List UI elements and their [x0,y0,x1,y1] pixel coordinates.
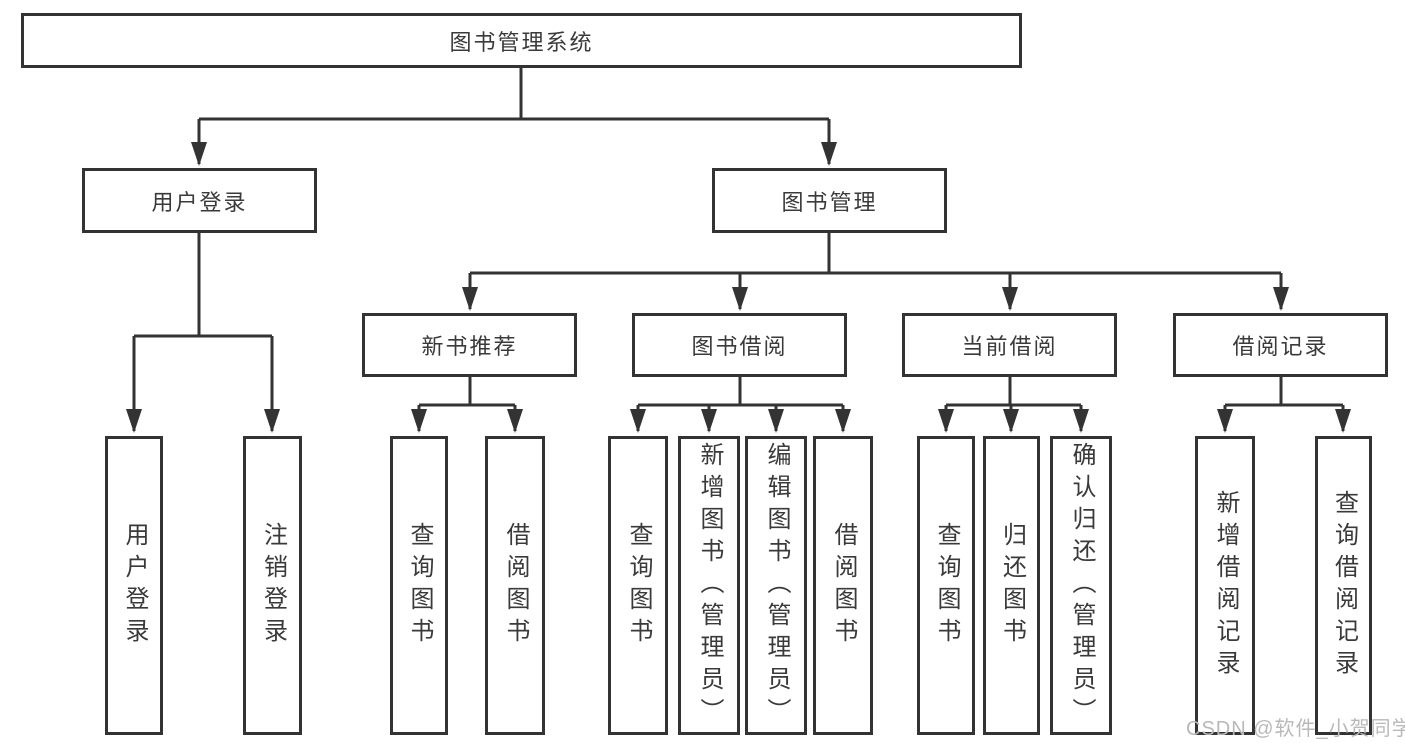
leaf-borrow-books-rec: 借阅图书 [485,436,545,735]
connector-user-login-children [126,233,280,433]
node-current-borrow: 当前借阅 [902,313,1117,377]
leaf-query-books-rec-label: 查询图书 [406,521,433,650]
connector-new-book-rec-children [411,377,523,433]
leaf-borrow-books-label: 借阅图书 [830,521,857,650]
leaf-user-login: 用户登录 [105,436,163,735]
leaf-edit-books-admin-label: 编辑图书（管理员） [763,441,790,730]
connector-borrow-records-children [1217,377,1351,433]
leaf-confirm-return-admin-label: 确认归还（管理员） [1068,441,1095,730]
connector-root-to-level2 [191,68,837,166]
connector-book-mgmt-children [462,233,1289,311]
leaf-return-books: 归还图书 [983,436,1040,735]
csdn-watermark: CSDN @软件_小贺同学 [1186,718,1405,740]
leaf-confirm-return-admin: 确认归还（管理员） [1050,436,1112,735]
node-user-login: 用户登录 [82,168,317,233]
node-borrow-records: 借阅记录 [1173,313,1388,377]
connector-current-borrow-children [938,377,1089,433]
leaf-user-login-label: 用户登录 [121,521,148,650]
leaf-query-books-current-label: 查询图书 [933,521,960,650]
node-book-borrow: 图书借阅 [632,313,847,377]
leaf-query-books-label: 查询图书 [625,521,652,650]
leaf-logout-label: 注销登录 [259,521,287,650]
leaf-query-borrow-record: 查询借阅记录 [1315,436,1372,735]
leaf-add-books-admin-label: 新增图书（管理员） [696,441,723,730]
leaf-return-books-label: 归还图书 [998,521,1026,650]
leaf-add-borrow-record: 新增借阅记录 [1195,436,1255,735]
leaf-logout: 注销登录 [243,436,302,735]
leaf-query-books-rec: 查询图书 [390,436,448,735]
leaf-query-books-current: 查询图书 [917,436,975,735]
node-root-system: 图书管理系统 [21,13,1022,68]
leaf-add-books-admin: 新增图书（管理员） [678,436,740,735]
leaf-query-borrow-record-label: 查询借阅记录 [1330,489,1358,682]
node-book-management: 图书管理 [712,168,947,233]
leaf-add-borrow-record-label: 新增借阅记录 [1212,489,1239,682]
leaf-borrow-books-rec-label: 借阅图书 [502,521,529,650]
node-new-book-recommend: 新书推荐 [362,313,577,377]
leaf-borrow-books: 借阅图书 [813,436,873,735]
connector-book-borrow-children [630,377,851,433]
leaf-query-books: 查询图书 [608,436,668,735]
leaf-edit-books-admin: 编辑图书（管理员） [745,436,807,735]
